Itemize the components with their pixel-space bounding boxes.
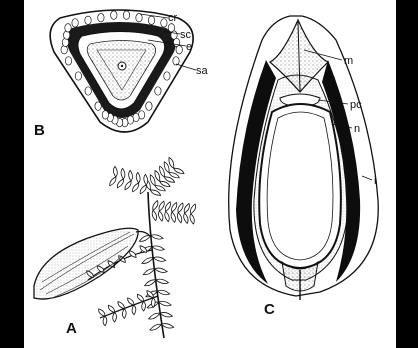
leaflet (151, 298, 155, 308)
leaflet (108, 305, 114, 312)
leaflet (164, 162, 169, 173)
panel-b-cross-section (50, 10, 193, 132)
leaflet (165, 202, 170, 212)
sarcotesta-cell (75, 72, 81, 80)
leaflet (129, 170, 133, 181)
leaflet (125, 181, 131, 190)
part-label-e: e (186, 41, 192, 53)
leaflet (99, 309, 105, 316)
leaflet (133, 183, 139, 192)
leaflet (169, 173, 179, 178)
leaflet (144, 174, 148, 185)
leaflet (160, 312, 172, 316)
seed-megagametophyte (267, 112, 333, 260)
sarcotesta-cell (98, 14, 104, 22)
sarcotesta-cell (72, 19, 78, 27)
central-canal-dot (121, 65, 123, 67)
sarcotesta-cell (176, 46, 182, 54)
leaflet (150, 175, 155, 186)
leaflet (160, 166, 165, 177)
leaflet (150, 324, 161, 330)
part-label-i: i (374, 175, 376, 187)
sarcotesta-cell (85, 16, 91, 24)
panel-a-habit (34, 158, 196, 339)
sarcotesta-cell (111, 11, 117, 19)
leaflet (156, 279, 168, 283)
leaflet (157, 290, 169, 294)
leaflet (128, 298, 134, 305)
leaflet (171, 212, 175, 222)
part-label-pc: pc (350, 99, 362, 111)
leaflet (152, 246, 164, 250)
leaflet (139, 235, 150, 241)
leaflet (155, 186, 165, 191)
part-label-m: m (344, 55, 353, 67)
leaflet (190, 204, 195, 214)
part-label-sa: sa (196, 65, 209, 77)
sarcotesta-cell (146, 102, 152, 110)
leaflet (169, 158, 174, 169)
leaflet (164, 177, 174, 183)
leaflet (172, 202, 177, 212)
leaflet (121, 168, 125, 179)
leaflet (140, 185, 146, 194)
leaflet (113, 166, 117, 177)
sarcotesta-cell (173, 57, 179, 65)
sarcotesta-cell (85, 87, 91, 95)
leaflet (153, 201, 158, 211)
leaflet (149, 313, 160, 319)
leaflet (113, 313, 117, 323)
panel-label-c: C (264, 301, 275, 318)
leaflet (158, 211, 162, 221)
leaflet (136, 172, 140, 183)
leaflet (159, 301, 171, 305)
leaflet (178, 203, 183, 213)
leaflet (122, 309, 126, 319)
leaflet (150, 190, 160, 196)
leaflet (184, 213, 188, 223)
panel-c-longitudinal-section (229, 16, 379, 300)
leaflet (137, 294, 143, 301)
leaflet (155, 268, 167, 272)
sarcotesta-cell (148, 16, 154, 24)
sarcotesta-cell (95, 102, 101, 110)
part-label-n: n (354, 123, 360, 135)
leaflet (153, 257, 165, 261)
leaflet (184, 204, 189, 214)
sarcotesta-cell (161, 19, 167, 27)
leaflet (159, 201, 164, 211)
leaflet (190, 214, 194, 224)
seed-body (34, 228, 138, 299)
sarcotesta-cell (164, 72, 170, 80)
sarcotesta-cell (155, 87, 161, 95)
panel-label-a: A (66, 320, 77, 337)
leaflet (152, 210, 156, 220)
leaflet (103, 316, 107, 326)
leaflet (132, 305, 136, 315)
leaflet (118, 302, 124, 309)
part-label-cr: cr (168, 12, 178, 24)
sarcotesta-cell (65, 57, 71, 65)
leaflet (142, 302, 146, 312)
panel-label-b: B (34, 122, 45, 139)
sarcotesta-cell (136, 14, 142, 22)
leaflet (143, 269, 154, 275)
leaflet (174, 168, 184, 173)
sarcotesta-cell (65, 24, 71, 32)
leaflet (155, 171, 160, 182)
part-label-sc: sc (180, 29, 192, 41)
leaflet (161, 324, 173, 328)
leaflet (165, 211, 169, 221)
leaflet (177, 213, 181, 223)
sarcotesta-cell (102, 111, 108, 119)
leaflet (160, 181, 170, 186)
leaflet (117, 179, 123, 188)
leaflet (142, 258, 153, 264)
leaflet (151, 235, 163, 239)
sarcotesta-cell (123, 11, 129, 19)
leaflet (110, 177, 116, 186)
leaflet (145, 280, 156, 286)
